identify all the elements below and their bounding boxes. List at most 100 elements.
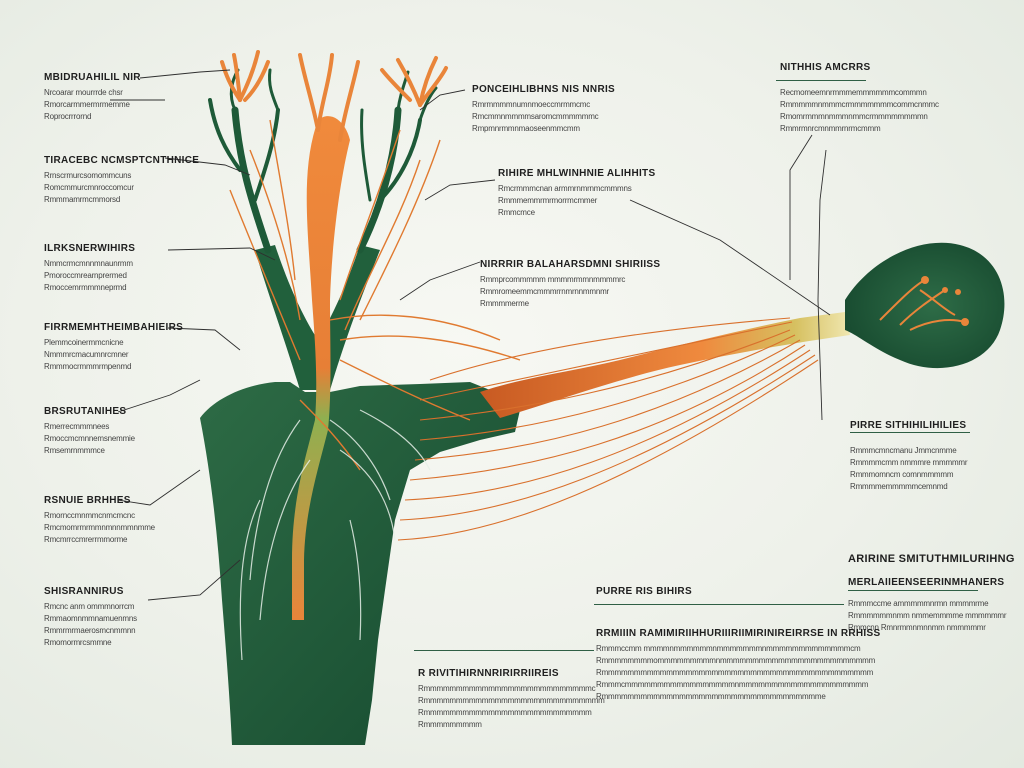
label-line: Rmmmamrmcmmorsd: [44, 195, 121, 204]
label-line: Rmorcarmmermrmemme: [44, 100, 130, 109]
label-line: Rmomormrcsmmne: [44, 638, 112, 647]
label-title: ARIRINE SMITUTHMILURIHNG: [848, 553, 1015, 565]
label-line: Rmmmmcmm nmmmre mmmmmr: [850, 458, 968, 467]
rule-bottom-mid: [594, 604, 844, 605]
label-14: MERLAIIEENSEERINMHANERS Rmmmccme ammmmmn…: [848, 577, 1007, 634]
label-line: Rmornccmnmmcnmcmcnc: [44, 511, 135, 520]
label-line: Rmmmmmmmmmmmmmmmmmmmmmmmmmm: [418, 708, 592, 717]
label-2: TIRACEBC NCMSPTCNTHNICE Rrnscrmurcsomomm…: [44, 155, 199, 206]
label-line: Nmmcrmcmnnmnaunrmm: [44, 259, 133, 268]
label-title: RRMIIIN RAMIMIRIIHHURIIIRIIMIRINIREIRRSE…: [596, 628, 881, 639]
label-11: NITHHIS AMCRRS Recmomeemnrmmmemmmmmmcomm…: [780, 62, 939, 135]
label-line: Rmmaomnmmnamuenmns: [44, 614, 137, 623]
bulb-nodes: [921, 276, 969, 326]
label-line: Rmmmmmmnmm nmmemmmme mmmmmmr: [848, 611, 1007, 620]
label-title: NITHHIS AMCRRS: [780, 62, 871, 73]
label-line: Rmmmmmmmmommmmmmmmmnmmmmmmmmmmmmmmmmmmmm…: [596, 656, 876, 665]
label-line: Nrcoarar mourrrde chsr: [44, 88, 123, 97]
label-13: ARIRINE SMITUTHMILURIHNG: [848, 553, 1015, 569]
central-nerve-trunk: [292, 116, 350, 620]
torso-silhouette: [200, 382, 520, 745]
label-17: R RIVITIHIRNNRIRIRRIIREIS Rmmmmmmmmmmmmm…: [418, 668, 605, 731]
label-title: TIRACEBC NCMSPTCNTHNICE: [44, 155, 200, 166]
label-title: RIHIRE MHLWINHNIE ALIHHITS: [498, 168, 656, 179]
fiber-fan: [397, 317, 819, 541]
label-7: SHISRANNIRUS Rmcnc anm ommmnorrcm Rmmaom…: [44, 586, 137, 649]
label-line: Roprocrrrornd: [44, 112, 92, 121]
label-line: Rmmprcommmmm mmmmrmmnmmmmrc: [480, 275, 626, 284]
label-title: PONCEIHLIBHNS NIS NNRIS: [472, 84, 616, 95]
label-line: Recmomeemnrmmmemmmmmmcommmn: [780, 88, 927, 97]
label-line: Rmmmmmmmmmmmmmmmmmmmmmmmmmmmmmmmmmme: [596, 692, 826, 701]
label-line: Rmmmcmmmmmmmmmmmmmmmmmnmmmmmmmmmmmmmmmmm…: [596, 680, 869, 689]
rule-right-top: [776, 80, 866, 81]
neck-stalk: [255, 245, 380, 390]
label-title: ILRKSNERWIHIRS: [44, 243, 136, 254]
orange-nerve-fibers: [229, 119, 521, 471]
label-line: Rmmmmmmmmmmmmmmmmmmmmmmmmmmmm: [418, 696, 605, 705]
label-line: Rmmmemmrmrmorrmcmmer: [498, 196, 598, 205]
label-line: Rmmrmnrcmnmmrnrmcmmm: [780, 124, 881, 133]
label-line: Rmmmccmm mmmmnmmmmmmnmmmmmmmnmmmmmmmmmmm…: [596, 644, 861, 653]
torso-veins: [239, 409, 431, 661]
label-line: Rmoccmcmnnemsnemmie: [44, 434, 135, 443]
label-6: RSNUIE BRHHES Rmornccmnmmcnmcmcnc Rmcmom…: [44, 495, 155, 546]
label-line: Rmpmnrmmnmaoseenmmcmm: [472, 124, 580, 133]
label-line: Plemmcoinermmcnicne: [44, 338, 124, 347]
label-line: Rmmmccme ammmmmnrmn mmmmrme: [848, 599, 989, 608]
label-line: Rmmmocrmmmrmpenmd: [44, 362, 132, 371]
label-line: Rmmmomncm comnmmmmm: [850, 470, 954, 479]
arm-nerve-bundle: [480, 312, 850, 418]
label-line: Rmoccemrmmmneprmd: [44, 283, 127, 292]
label-title: MERLAIIEENSEERINMHANERS: [848, 577, 1005, 588]
label-title: SHISRANNIRUS: [44, 586, 124, 597]
label-line: Rmsemrnmmmce: [44, 446, 105, 455]
label-line: Rmomrmmmnmmmnmmcrmmmmmmmmn: [780, 112, 928, 121]
label-line: Rmmmmerme: [480, 299, 529, 308]
label-10: NIRRRIR BALAHARSDMNI SHIRIISS Rmmprcommm…: [480, 259, 660, 310]
label-line: Rmmcnn Rmnrmmnmnnmm nmmmmmr: [848, 623, 986, 632]
label-line: Rmmmmmmmmmmmmmmmmmmmmmmmmmmmmmmmmmmmmmmm…: [596, 668, 874, 677]
label-line: Rmcrmmmcnan armmrnmrnmcmmmns: [498, 184, 632, 193]
label-line: Rmmmmmnmmmcrmmmmmmmcommcnmmc: [780, 100, 939, 109]
label-line: Rmcmrrccmrerrmmorme: [44, 535, 128, 544]
label-title: MBIDRUAHILIL NIR: [44, 72, 141, 83]
label-12: PIRRE SITHIHILIHILIES Rmmmcmncmanu Jmmcn…: [850, 420, 968, 493]
label-line: Rmcnc anm ommmnorrcm: [44, 602, 135, 611]
label-15: PURRE RIS BIHIRS: [596, 586, 692, 601]
label-line: Rmmcmce: [498, 208, 535, 217]
label-title: BRSRUTANIHES: [44, 406, 127, 417]
rule-right-mid: [850, 432, 970, 433]
label-title: PURRE RIS BIHIRS: [596, 586, 692, 597]
label-line: Rrnscrmurcsomommcuns: [44, 171, 132, 180]
label-title: PIRRE SITHIHILIHILIES: [850, 420, 967, 431]
label-line: Rmerrecmmmnees: [44, 422, 110, 431]
label-title: R RIVITIHIRNNRIRIRRIIREIS: [418, 668, 559, 679]
label-line: Pmoroccmrearnprermed: [44, 271, 127, 280]
label-4: FIRRMEMHTHEIMBAHIEIRS Plemmcoinermmcnicn…: [44, 322, 183, 373]
label-line: Rmmmmmmmmmmmmmmmmmmmmmmmmmmc: [418, 684, 596, 693]
label-line: Rmcmmnmmmmsaromcmmmmmmc: [472, 112, 599, 121]
green-branches: [208, 68, 438, 254]
label-16: RRMIIIN RAMIMIRIIHHURIIIRIIMIRINIREIRRSE…: [596, 628, 880, 703]
label-title: RSNUIE BRHHES: [44, 495, 131, 506]
label-9: RIHIRE MHLWINHNIE ALIHHITS Rmcrmmmcnan a…: [498, 168, 655, 219]
label-8: PONCEIHLIBHNS NIS NNRIS Rmrmmmmnumnmoecc…: [472, 84, 615, 135]
label-title: FIRRMEMHTHEIMBAHIEIRS: [44, 322, 184, 333]
label-line: Rmmromeemmcmmmrrnmrnnmmnmr: [480, 287, 610, 296]
label-line: Rmmmcmncmanu Jmmcnmme: [850, 446, 957, 455]
label-line: Rmmmmemmmmmcemnmd: [850, 482, 948, 491]
label-line: Nmmmrcmacumnrcmner: [44, 350, 129, 359]
label-line: Rmmrmrmaerosmcnmmnn: [44, 626, 136, 635]
label-1: MBIDRUAHILIL NIR Nrcoarar mourrrde chsr …: [44, 72, 141, 123]
label-line: Rmmmmmmmmm: [418, 720, 482, 729]
label-5: BRSRUTANIHES Rmerrecmmmnees Rmoccmcmnnem…: [44, 406, 135, 457]
label-line: Romcmmurcmnroccomcur: [44, 183, 134, 192]
orange-sprouts: [220, 50, 448, 142]
label-line: Rmrmmmmnumnmoeccmrmmcmc: [472, 100, 591, 109]
label-title: NIRRRIR BALAHARSDMNI SHIRIISS: [480, 259, 661, 270]
leader-lines: [110, 69, 831, 601]
label-3: ILRKSNERWIHIRS Nmmcrmcmnnmnaunrmm Pmoroc…: [44, 243, 135, 294]
rule-right-lower: [848, 590, 978, 591]
